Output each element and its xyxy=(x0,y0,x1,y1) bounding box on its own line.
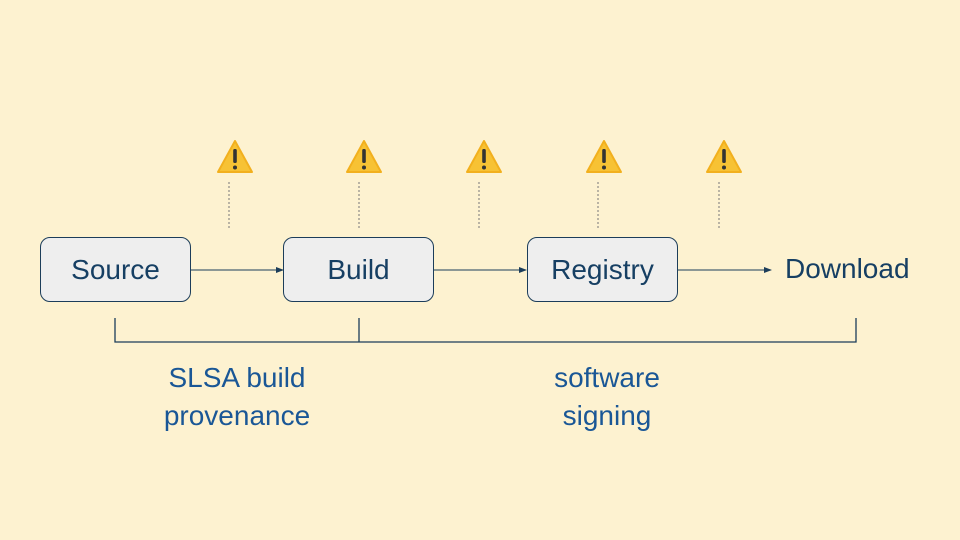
bracket xyxy=(114,318,857,343)
warning-icon xyxy=(465,139,503,175)
node-source-label: Source xyxy=(71,253,160,285)
node-build: Build xyxy=(283,237,434,302)
signing-label-line2: signing xyxy=(562,400,652,431)
warning-icon xyxy=(585,139,623,175)
warning-icon xyxy=(345,139,383,175)
node-registry-label: Registry xyxy=(551,253,654,285)
signing-label: software signing xyxy=(507,359,707,435)
provenance-label: SLSA build provenance xyxy=(137,359,337,435)
signing-label-line1: software xyxy=(554,362,660,393)
node-build-label: Build xyxy=(327,253,390,285)
provenance-label-line1: SLSA build xyxy=(168,362,306,393)
node-registry: Registry xyxy=(527,237,678,302)
node-download: Download xyxy=(785,253,910,285)
warning-icon xyxy=(216,139,254,175)
provenance-label-line2: provenance xyxy=(163,400,311,431)
node-download-label: Download xyxy=(785,253,910,284)
warning-icon xyxy=(705,139,743,175)
node-source: Source xyxy=(40,237,191,302)
